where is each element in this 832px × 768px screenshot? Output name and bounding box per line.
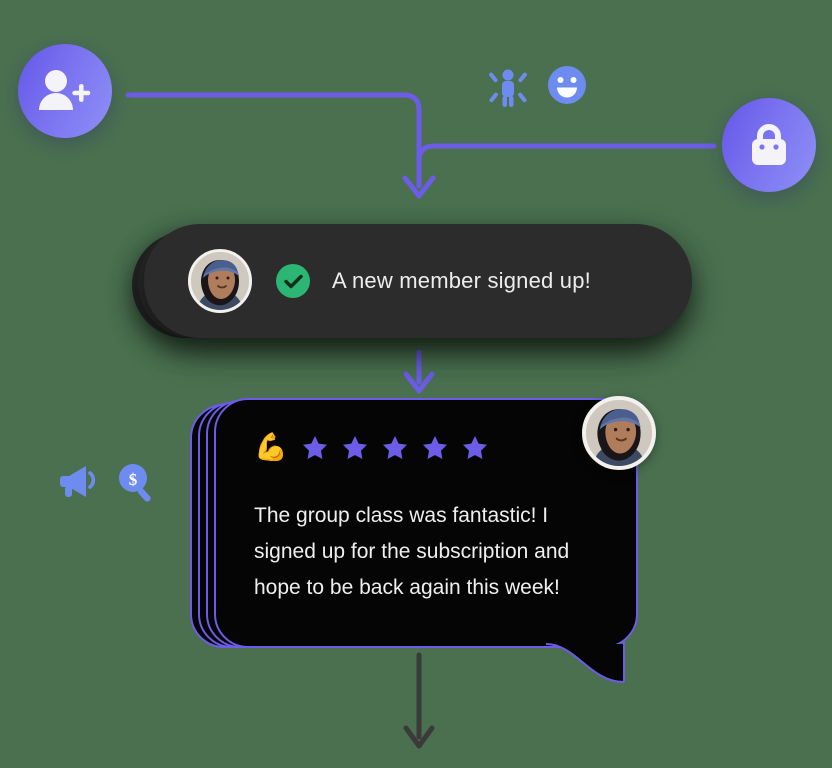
star-icon-2: [342, 436, 367, 459]
review-card-group: 💪 The group class was fantastic! I signe…: [190, 396, 656, 683]
review-body-text: The group class was fantastic! I signed …: [254, 504, 570, 600]
review-rating: 💪: [254, 434, 488, 461]
notification-text: A new member signed up!: [332, 268, 591, 293]
notification-card-group: A new member signed up!: [132, 224, 692, 346]
svg-text:$: $: [129, 470, 138, 489]
star-icon-3: [382, 436, 407, 459]
review-bubble-tail: [546, 642, 625, 683]
shopping-bag-badge[interactable]: [722, 98, 816, 192]
shopping-bag-icon: [745, 120, 793, 170]
flexed-biceps-emoji: 💪: [254, 432, 288, 462]
megaphone-icon: [56, 460, 96, 500]
review-avatar: [582, 396, 656, 470]
review-card[interactable]: 💪 The group class was fantastic! I signe…: [214, 398, 638, 683]
star-icon-5: [462, 436, 487, 459]
notification-card[interactable]: A new member signed up!: [144, 224, 692, 338]
add-person-icon: [37, 68, 93, 114]
money-search-icon: $: [116, 462, 156, 504]
add-person-badge[interactable]: [18, 44, 112, 138]
smiley-face-icon: [546, 64, 588, 106]
star-icon-4: [422, 436, 447, 459]
notification-avatar: [188, 249, 252, 313]
person-star-icon: [489, 66, 527, 108]
check-icon: [276, 264, 310, 298]
star-icon-1: [302, 436, 327, 459]
star-rating: [302, 435, 488, 460]
